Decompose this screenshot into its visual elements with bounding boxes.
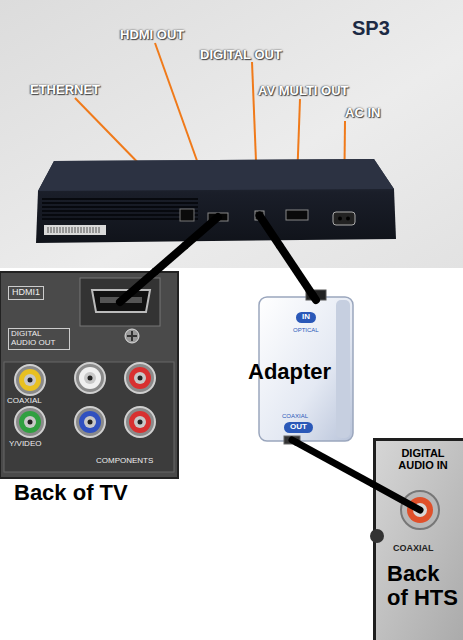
port-label: OPTICAL xyxy=(293,327,319,334)
port-label: DIGITAL AUDIO OUT xyxy=(8,328,70,350)
callout-label: AV MULTI OUT xyxy=(258,83,349,98)
panel-caption: Back of TV xyxy=(14,481,128,505)
callout-label: AC IN xyxy=(345,105,380,120)
console-box: SP3 xyxy=(30,155,400,245)
cable-plug xyxy=(186,217,218,245)
cable-connector xyxy=(296,442,373,484)
callout-label: ETHERNET xyxy=(30,82,100,97)
port-label: HDMI1 xyxy=(8,286,44,300)
cable-connector xyxy=(279,245,313,296)
photo-background xyxy=(0,0,463,268)
port-label: Y/VIDEO xyxy=(9,440,41,449)
callout-label: DIGITAL OUT xyxy=(200,47,282,62)
hts-panel: DIGITAL AUDIO IN COAXIAL Back of HTS xyxy=(373,438,463,640)
callout-label: HDMI OUT xyxy=(120,27,184,42)
port-label: COAXIAL xyxy=(7,397,42,406)
tv-panel: Back of TVHDMI1DIGITAL AUDIO OUTCOAXIALY… xyxy=(0,272,178,478)
cable-plug xyxy=(120,272,155,302)
cable-plug xyxy=(373,484,420,510)
panel-caption: Back of HTS xyxy=(387,562,463,610)
cable-connector xyxy=(155,245,186,272)
device-label: Adapter xyxy=(248,360,331,384)
adapter-box: AdapterINOPTICALCOAXIALOUT xyxy=(258,296,354,442)
cable-plug xyxy=(313,296,316,300)
cable-plug xyxy=(260,216,280,246)
port-label: IN xyxy=(296,312,316,323)
port-label: DIGITAL AUDIO IN xyxy=(387,447,459,471)
cable-plug xyxy=(292,440,296,442)
console-shape xyxy=(30,155,400,245)
port-label: OUT xyxy=(284,422,313,433)
port-label: COAXIAL xyxy=(282,413,308,420)
port-label: COAXIAL xyxy=(393,544,434,554)
device-title: SP3 xyxy=(352,17,390,39)
port-label: COMPONENTS xyxy=(96,457,153,466)
